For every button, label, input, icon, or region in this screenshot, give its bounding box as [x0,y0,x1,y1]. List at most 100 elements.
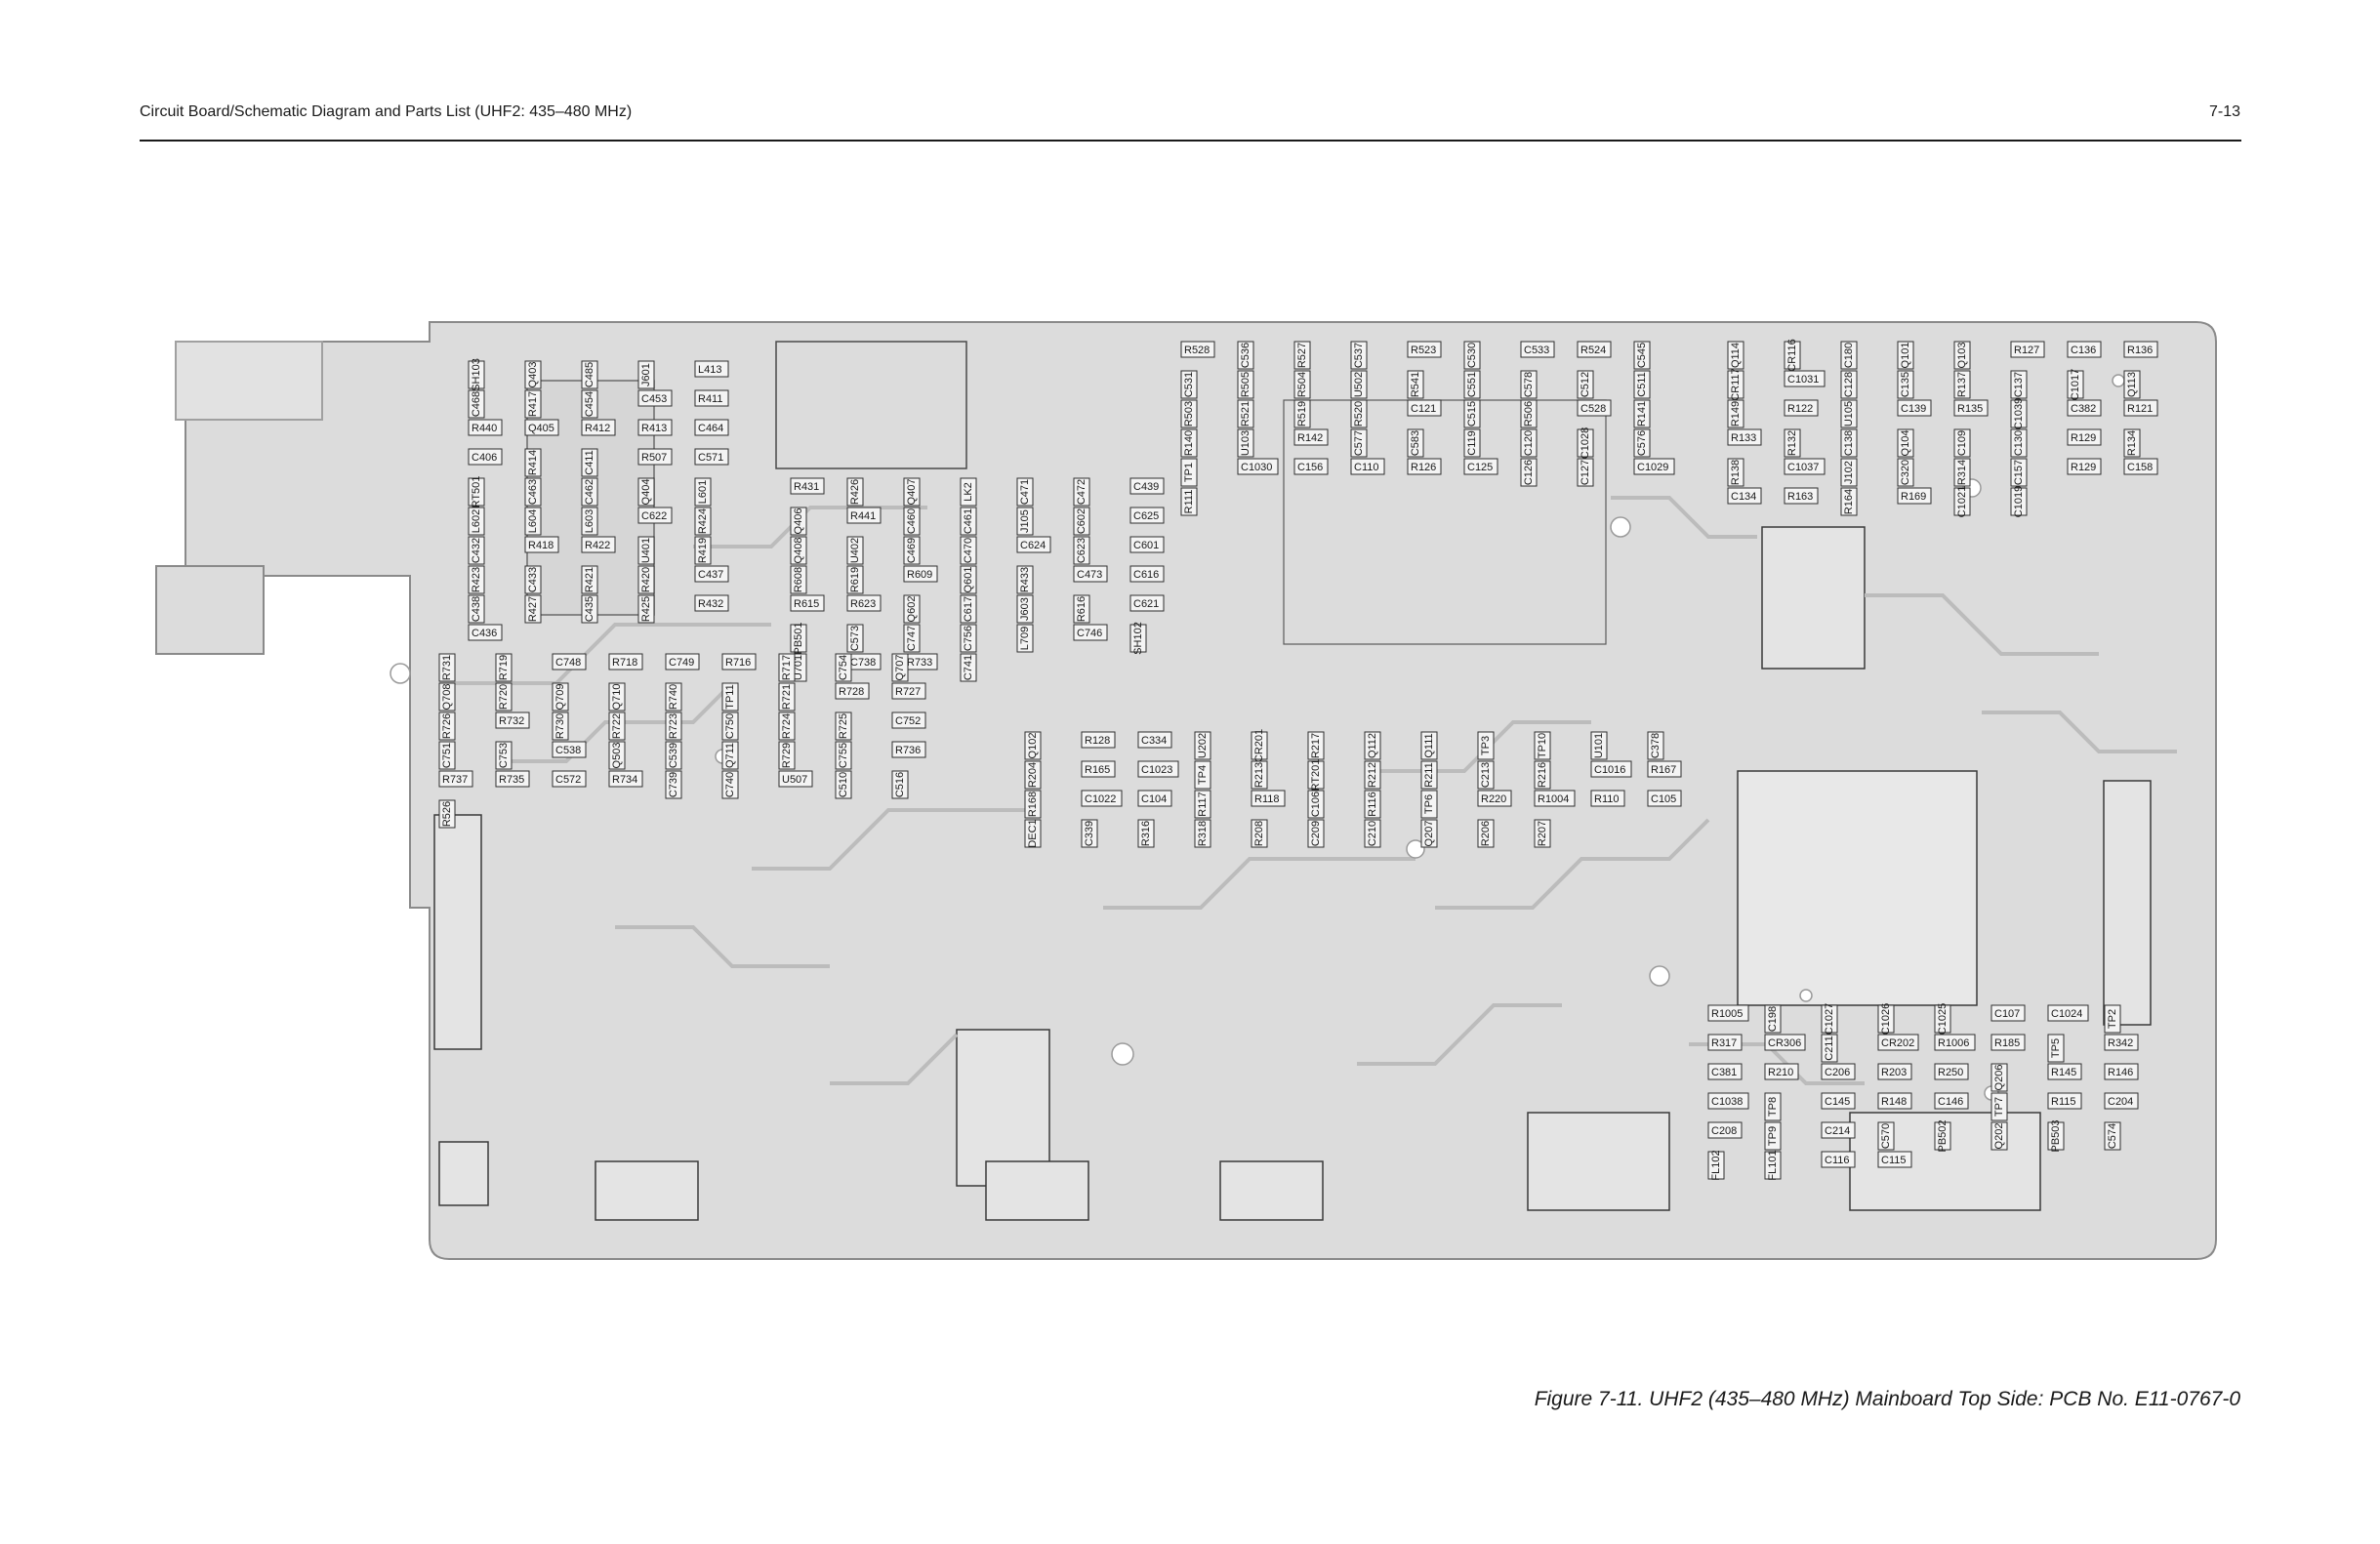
component-outline [721,741,739,770]
component-q403: Q403 [524,360,542,389]
component-outline [1251,819,1268,848]
component-outline [1407,428,1424,458]
component-label: C382 [2071,403,2096,415]
component-r314: R314 [1953,458,1971,487]
component-c378: C378 [1647,731,1664,760]
component-label: C617 [963,596,974,622]
component-label: R185 [1994,1037,2020,1049]
component-label: C464 [698,423,723,434]
component-label: R145 [2051,1067,2076,1078]
component-c406: C406 [468,448,503,466]
component-outline [790,477,825,495]
component-label: C136 [2071,345,2096,356]
component-outline [468,419,503,436]
component-r526: R526 [438,799,456,829]
component-label: TP7 [1993,1097,2005,1117]
component-r127: R127 [2010,341,2045,358]
component-label: C1024 [2051,1008,2082,1020]
component-label: C1022 [1085,793,1116,805]
component-c156: C156 [1293,458,1329,475]
component-u103: U103 [1237,428,1254,458]
component-cr201: CR201 [1251,729,1268,762]
component-c1039: C1039 [2010,398,2028,429]
component-label: R317 [1711,1037,1737,1049]
component-outline [790,507,807,536]
component-q503: Q503 [608,741,626,770]
component-label: C1038 [1711,1096,1743,1108]
component-outline [2067,458,2102,475]
component-outline [1081,819,1098,848]
component-outline [438,799,456,829]
component-r412: R412 [581,419,616,436]
component-outline [1821,1034,1838,1063]
component-label: L709 [1019,627,1031,650]
component-label: Q408 [793,538,804,564]
component-outline [1707,1034,1743,1051]
component-c756: C756 [960,624,977,653]
component-outline [1180,458,1198,487]
component-label: J603 [1019,597,1031,621]
component-r145: R145 [2047,1063,2082,1080]
component-outline [665,682,682,711]
component-label: C204 [2108,1096,2133,1108]
component-outline [1784,370,1826,387]
component-c1026: C1026 [1877,1003,1895,1035]
component-label: R137 [1956,372,1968,397]
component-outline [1016,507,1034,536]
component-outline [2047,1004,2089,1022]
component-outline [2047,1034,2065,1063]
component-label: R425 [640,596,652,622]
component-c106: C106 [1307,790,1325,819]
component-outline [1590,760,1632,778]
component-c438: C438 [468,594,485,624]
component-outline [1463,341,1481,370]
component-outline [1237,341,1254,370]
component-outline [1237,399,1254,428]
component-c1038: C1038 [1707,1092,1749,1110]
component-outline [1194,731,1211,760]
component-label: R523 [1411,345,1436,356]
component-r723: R723 [665,711,682,741]
component-outline [1420,790,1438,819]
component-label: R736 [895,745,921,756]
component-q711: Q711 [721,741,739,770]
component-outline [835,711,852,741]
component-label: C625 [1133,510,1159,522]
component-label: R720 [498,684,510,710]
component-c570: C570 [1877,1121,1895,1151]
component-label: U103 [1240,430,1252,456]
component-label: C471 [1019,479,1031,505]
component-c130: C130 [2010,428,2028,458]
component-outline [835,653,852,682]
component-outline [903,624,921,653]
component-outline [2067,341,2102,358]
component-outline [1237,428,1254,458]
component-outline [1293,341,1311,370]
component-r1005: R1005 [1707,1004,1749,1022]
component-outline [1934,1034,1976,1051]
component-outline [524,565,542,594]
component-c741: C741 [960,653,977,682]
component-label: U701 [793,655,804,680]
component-label: Q111 [1423,733,1435,757]
component-label: TP9 [1767,1126,1779,1146]
component-outline [1764,1004,1782,1034]
component-label: C530 [1466,343,1478,368]
component-label: C105 [1651,793,1676,805]
component-label: Q202 [1993,1123,2005,1150]
component-outline [637,477,655,507]
component-outline [438,741,456,770]
component-label: U101 [1593,733,1605,758]
component-r342: R342 [2104,1034,2139,1051]
component-c621: C621 [1129,594,1165,612]
component-c1030: C1030 [1237,458,1279,475]
component-c107: C107 [1990,1004,2026,1022]
component-label: C462 [584,479,595,505]
component-c214: C214 [1821,1121,1856,1139]
component-r441: R441 [846,507,882,524]
component-outline [1293,399,1311,428]
component-outline [1307,819,1325,848]
component-label: R133 [1731,432,1756,444]
component-outline [1024,731,1042,760]
component-label: R733 [907,657,932,669]
